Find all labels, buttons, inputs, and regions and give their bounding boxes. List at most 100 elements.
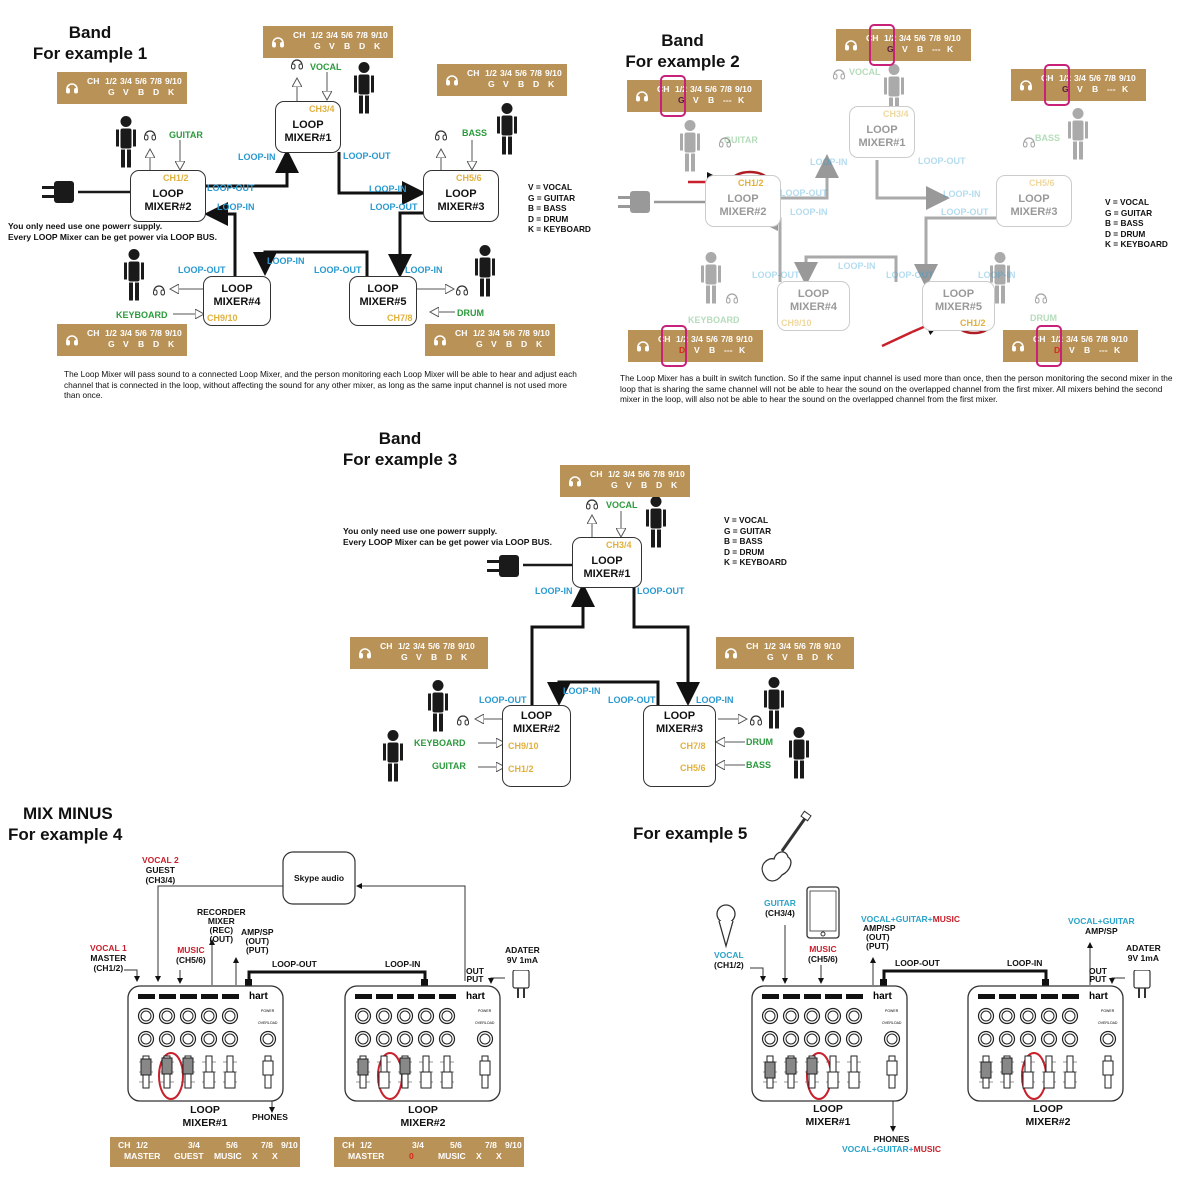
instrument-label: DRUM xyxy=(457,308,484,318)
fader-cap xyxy=(224,1071,236,1089)
brand-logo: hart xyxy=(873,991,893,1002)
loop-cable xyxy=(388,211,423,278)
music-label: MUSIC(CH5/6) xyxy=(176,945,206,965)
fader-cap xyxy=(1022,1071,1034,1089)
loop-out-label: LOOP-OUT xyxy=(752,270,800,280)
loop-cable xyxy=(205,149,299,188)
loop-in-label: LOOP-IN xyxy=(810,157,848,167)
channel-tag xyxy=(355,994,372,999)
svg-text:OVERLOAD: OVERLOAD xyxy=(1098,1021,1118,1025)
loop-in-label: LOOP-IN xyxy=(790,207,828,217)
fader-cap xyxy=(827,1071,839,1089)
loop-in-label: LOOP-IN xyxy=(535,586,573,596)
channel-tag xyxy=(180,994,197,999)
example-1-description: The Loop Mixer will pass sound to a conn… xyxy=(64,369,577,400)
channel-tag xyxy=(999,994,1016,999)
channel-label: CH3/4 xyxy=(309,104,335,114)
channel-tag xyxy=(439,994,456,999)
loop-in-label: LOOP-IN xyxy=(267,256,305,266)
phones-label: PHONES xyxy=(252,1112,288,1122)
loop-in-label: LOOP-IN xyxy=(978,270,1016,280)
instrument-label: GUITAR xyxy=(169,130,203,140)
fader-cap xyxy=(420,1071,432,1089)
channel-tag xyxy=(1041,994,1058,999)
fader-cap xyxy=(1064,1071,1076,1089)
example-2-title: Band For example 2 xyxy=(610,30,755,72)
loop-in-label: LOOP-IN xyxy=(369,184,407,194)
music-label: MUSIC(CH5/6) xyxy=(808,944,838,964)
fader-cap xyxy=(140,1058,152,1076)
amp-1-label: VOCAL+GUITAR+MUSIC AMP/SP(OUT)(PUT) xyxy=(861,914,961,951)
channel-label: CH5/6 xyxy=(456,173,482,183)
fader-cap xyxy=(764,1061,776,1079)
loop-out-label: LOOP-OUT xyxy=(272,959,317,969)
loop-in-label: LOOP-IN xyxy=(563,686,601,696)
loop-out-label: LOOP-OUT xyxy=(608,695,656,705)
loop-in-label: LOOP-IN xyxy=(405,265,443,275)
channel-tag xyxy=(825,994,842,999)
instrument-label: VOCAL xyxy=(310,62,342,72)
svg-text:OVERLOAD: OVERLOAD xyxy=(258,1021,278,1025)
instrument-label: GUITAR xyxy=(432,761,466,771)
instrument-label: GUITAR xyxy=(724,135,758,145)
fader-cap xyxy=(441,1071,453,1089)
title-line: For example 1 xyxy=(32,44,148,63)
title-line: MIX MINUS xyxy=(23,804,113,823)
fader-cap xyxy=(848,1071,860,1089)
channel-tag xyxy=(376,994,393,999)
channel-tag xyxy=(159,994,176,999)
svg-text:POWER: POWER xyxy=(1101,1009,1115,1013)
title-line: For example 2 xyxy=(625,52,740,71)
channel-label-alert: CH1/2 xyxy=(960,318,986,328)
title-line: For example 3 xyxy=(342,450,458,469)
instrument-label: KEYBOARD xyxy=(688,315,740,325)
channel-label: CH7/8 xyxy=(680,741,706,751)
fader-cap xyxy=(357,1058,369,1076)
loop-out-label: LOOP-OUT xyxy=(207,183,255,193)
instrument-label: VOCAL xyxy=(849,67,881,77)
channel-label: CH9/10 xyxy=(207,313,238,323)
channel-label: CH1/2 xyxy=(163,173,189,183)
fader-cap xyxy=(161,1057,173,1075)
fader-cap xyxy=(182,1057,194,1075)
title-line: Band xyxy=(661,31,704,50)
channel-tag xyxy=(397,994,414,999)
title-line: Band xyxy=(68,23,112,42)
channel-tag xyxy=(783,994,800,999)
channel-tag xyxy=(1020,994,1037,999)
skype-box xyxy=(282,851,356,905)
loop-out-label: LOOP-OUT xyxy=(178,265,226,275)
loop-out-label: LOOP-OUT xyxy=(343,151,391,161)
power-note: You only need use one powerr supply.Ever… xyxy=(8,221,217,242)
example-5-title: For example 5 xyxy=(633,824,748,843)
power-adapter-icon xyxy=(1133,970,1151,999)
loop-out-label: LOOP-OUT xyxy=(918,156,966,166)
channel-label: CH9/10 xyxy=(508,741,539,751)
loop-cable xyxy=(632,586,700,706)
